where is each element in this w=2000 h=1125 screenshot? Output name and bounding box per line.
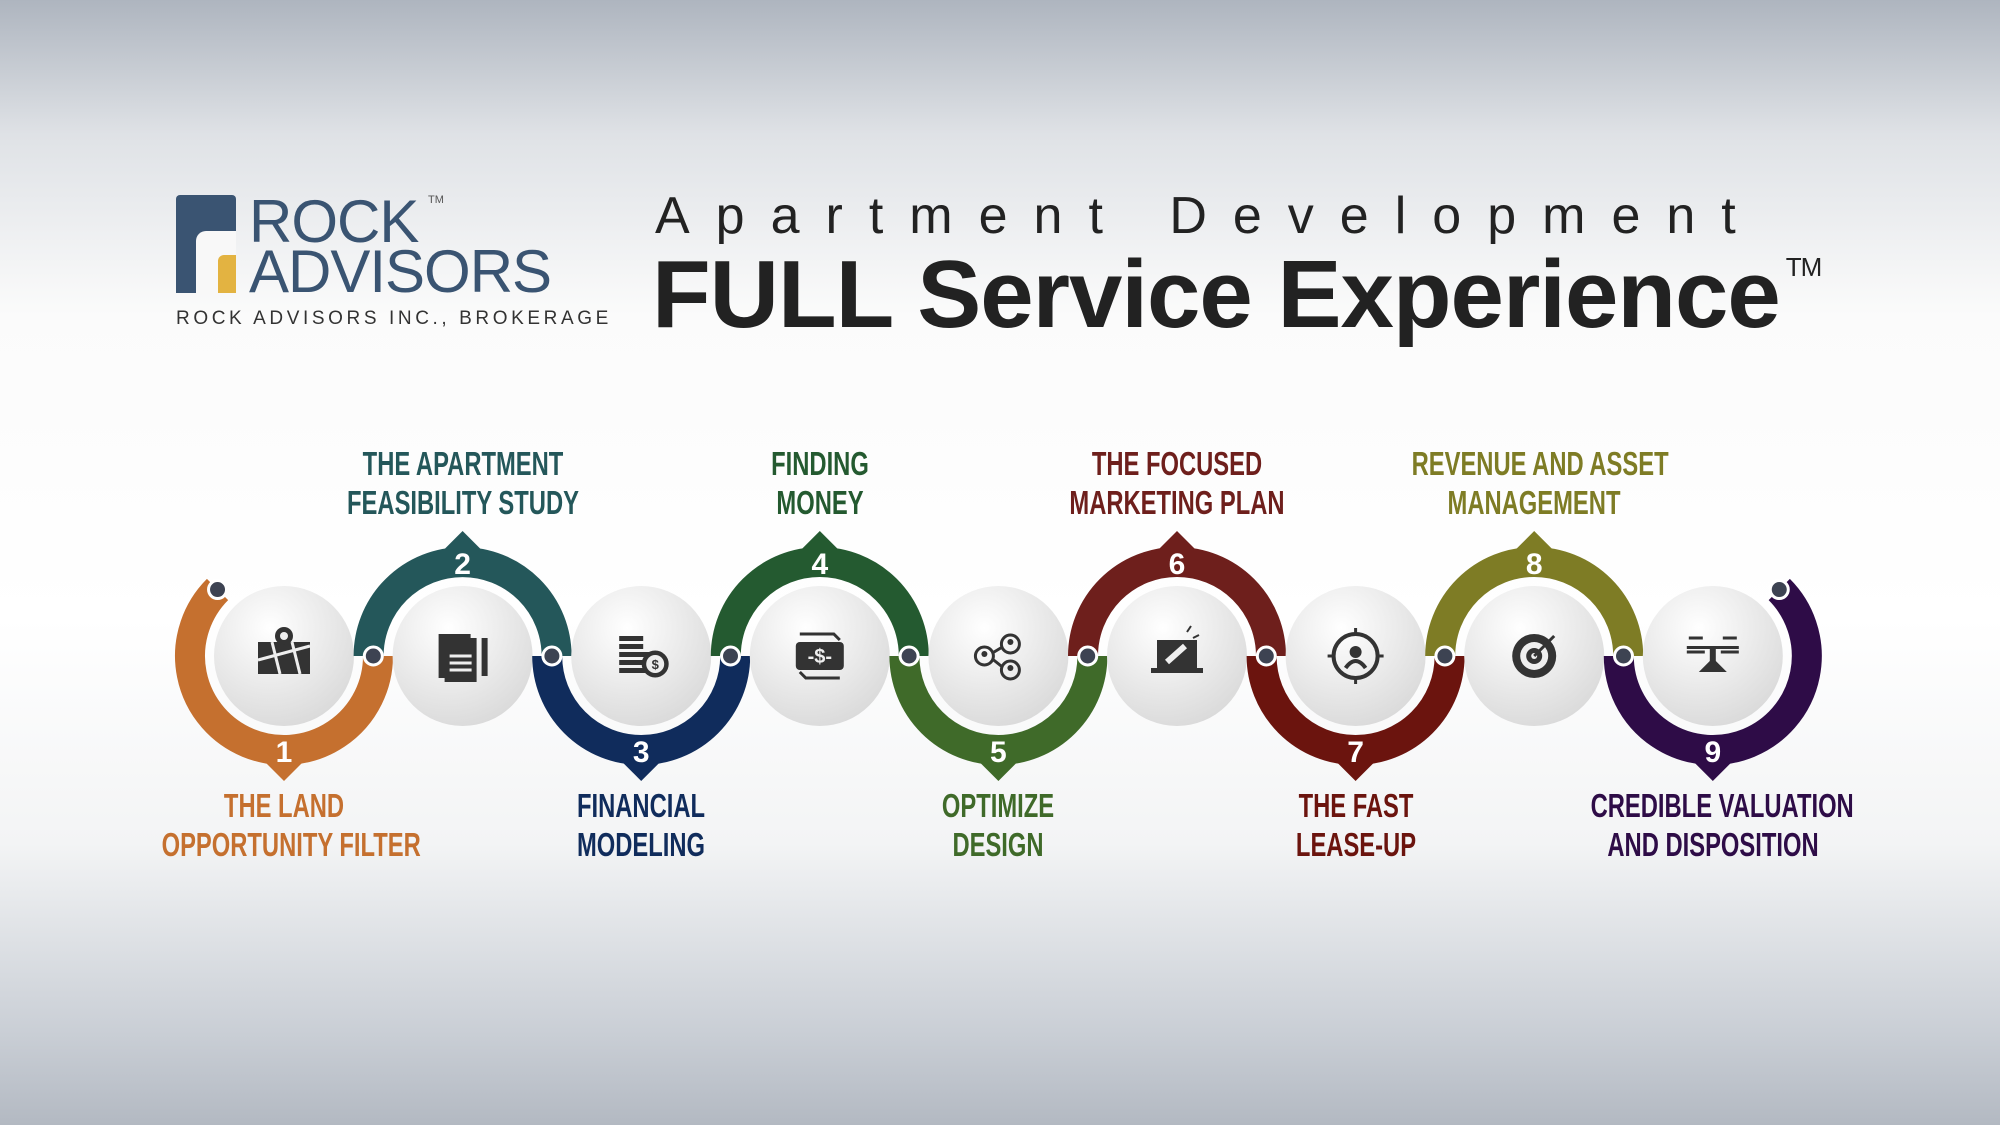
step-pointer-9: [1694, 763, 1731, 781]
step-label-line1: THE LAND: [223, 787, 345, 824]
step-number-8: 8: [1526, 548, 1543, 581]
connector-dot: [720, 645, 741, 667]
step-label-line1: THE FAST: [1298, 787, 1414, 824]
step-arc-7: [1246, 655, 1465, 765]
target-arrow-icon: [1512, 634, 1557, 678]
step-pointer-1: [266, 763, 302, 781]
balance-scale-icon: [1686, 636, 1739, 672]
step-pointer-4: [801, 531, 838, 549]
title-main: FULL Service Experience: [652, 241, 1781, 348]
network-people-icon: [973, 633, 1021, 681]
step-arc-6: [1068, 547, 1286, 657]
map-pin-icon: [257, 627, 311, 675]
connector-dot: [207, 579, 229, 601]
step-number-3: 3: [633, 736, 650, 769]
step-number-6: 6: [1169, 548, 1186, 581]
connector-dot: [362, 645, 384, 667]
logo-mark-icon: [176, 195, 236, 293]
connector-dot: [1613, 645, 1634, 667]
step-disc-5: [928, 586, 1069, 726]
connector-dot: [1434, 645, 1456, 667]
step-arc-9: [1603, 578, 1822, 765]
step-label-line2: FEASIBILITY STUDY: [346, 484, 579, 521]
step-arc-5: [889, 655, 1108, 765]
step-number-2: 2: [454, 548, 471, 581]
step-pointer-8: [1516, 531, 1553, 549]
step-label-line2: MANAGEMENT: [1447, 484, 1621, 521]
laptop-megaphone-icon: [1151, 625, 1203, 673]
logo-trademark: TM: [428, 194, 444, 206]
step-pointer-5: [980, 763, 1017, 781]
connector-dot: [1768, 579, 1790, 601]
report-document-icon: [438, 634, 488, 682]
step-arc-4: [710, 547, 929, 657]
step-label-line1: FINDING: [770, 445, 869, 482]
logo-line-1: ROCK: [249, 188, 419, 255]
step-arc-3: [532, 655, 751, 765]
connector-dot: [541, 645, 563, 667]
step-pointer-7: [1337, 763, 1374, 781]
logo-line-2: ADVISORS: [249, 238, 552, 305]
step-label-line1: OPTIMIZE: [942, 787, 1055, 824]
step-label-line2: MONEY: [776, 484, 864, 521]
title-trademark: TM: [1785, 252, 1823, 282]
step-label-line2: LEASE-UP: [1295, 826, 1416, 863]
coins-dollar-icon: $: [619, 636, 669, 678]
step-number-7: 7: [1347, 736, 1364, 769]
step-label-line1: THE FOCUSED: [1091, 445, 1263, 482]
logo-tagline: ROCK ADVISORS INC., BROKERAGE: [176, 308, 612, 329]
step-label-line2: MARKETING PLAN: [1069, 484, 1285, 521]
step-label-line1: CREDIBLE VALUATION: [1590, 787, 1854, 824]
money-transfer-icon: -$-: [795, 632, 844, 680]
svg-text:$: $: [652, 657, 660, 672]
step-number-4: 4: [811, 548, 828, 581]
step-label-line1: FINANCIAL: [577, 787, 706, 824]
step-number-9: 9: [1704, 736, 1721, 769]
step-arc-1: [175, 578, 393, 765]
step-label-line2: AND DISPOSITION: [1607, 826, 1819, 863]
step-arc-2: [353, 547, 572, 657]
step-label-line1: THE APARTMENT: [362, 445, 563, 482]
title-line-1: Apartment Development: [655, 187, 1762, 245]
target-person-icon: [1327, 628, 1384, 684]
connector-dot: [1255, 645, 1277, 667]
step-label-line2: DESIGN: [952, 826, 1044, 863]
connector-dot: [898, 645, 920, 667]
step-number-5: 5: [990, 736, 1007, 769]
step-pointer-6: [1159, 531, 1195, 549]
step-label-line2: OPPORTUNITY FILTER: [161, 826, 421, 863]
step-arc-8: [1425, 547, 1644, 657]
connector-dot: [1077, 645, 1099, 667]
step-pointer-3: [623, 763, 660, 781]
svg-text:-$-: -$-: [808, 646, 832, 668]
step-pointer-2: [444, 531, 481, 549]
step-label-line2: MODELING: [577, 826, 706, 863]
step-number-1: 1: [276, 736, 293, 769]
step-label-line1: REVENUE AND ASSET: [1411, 445, 1669, 482]
